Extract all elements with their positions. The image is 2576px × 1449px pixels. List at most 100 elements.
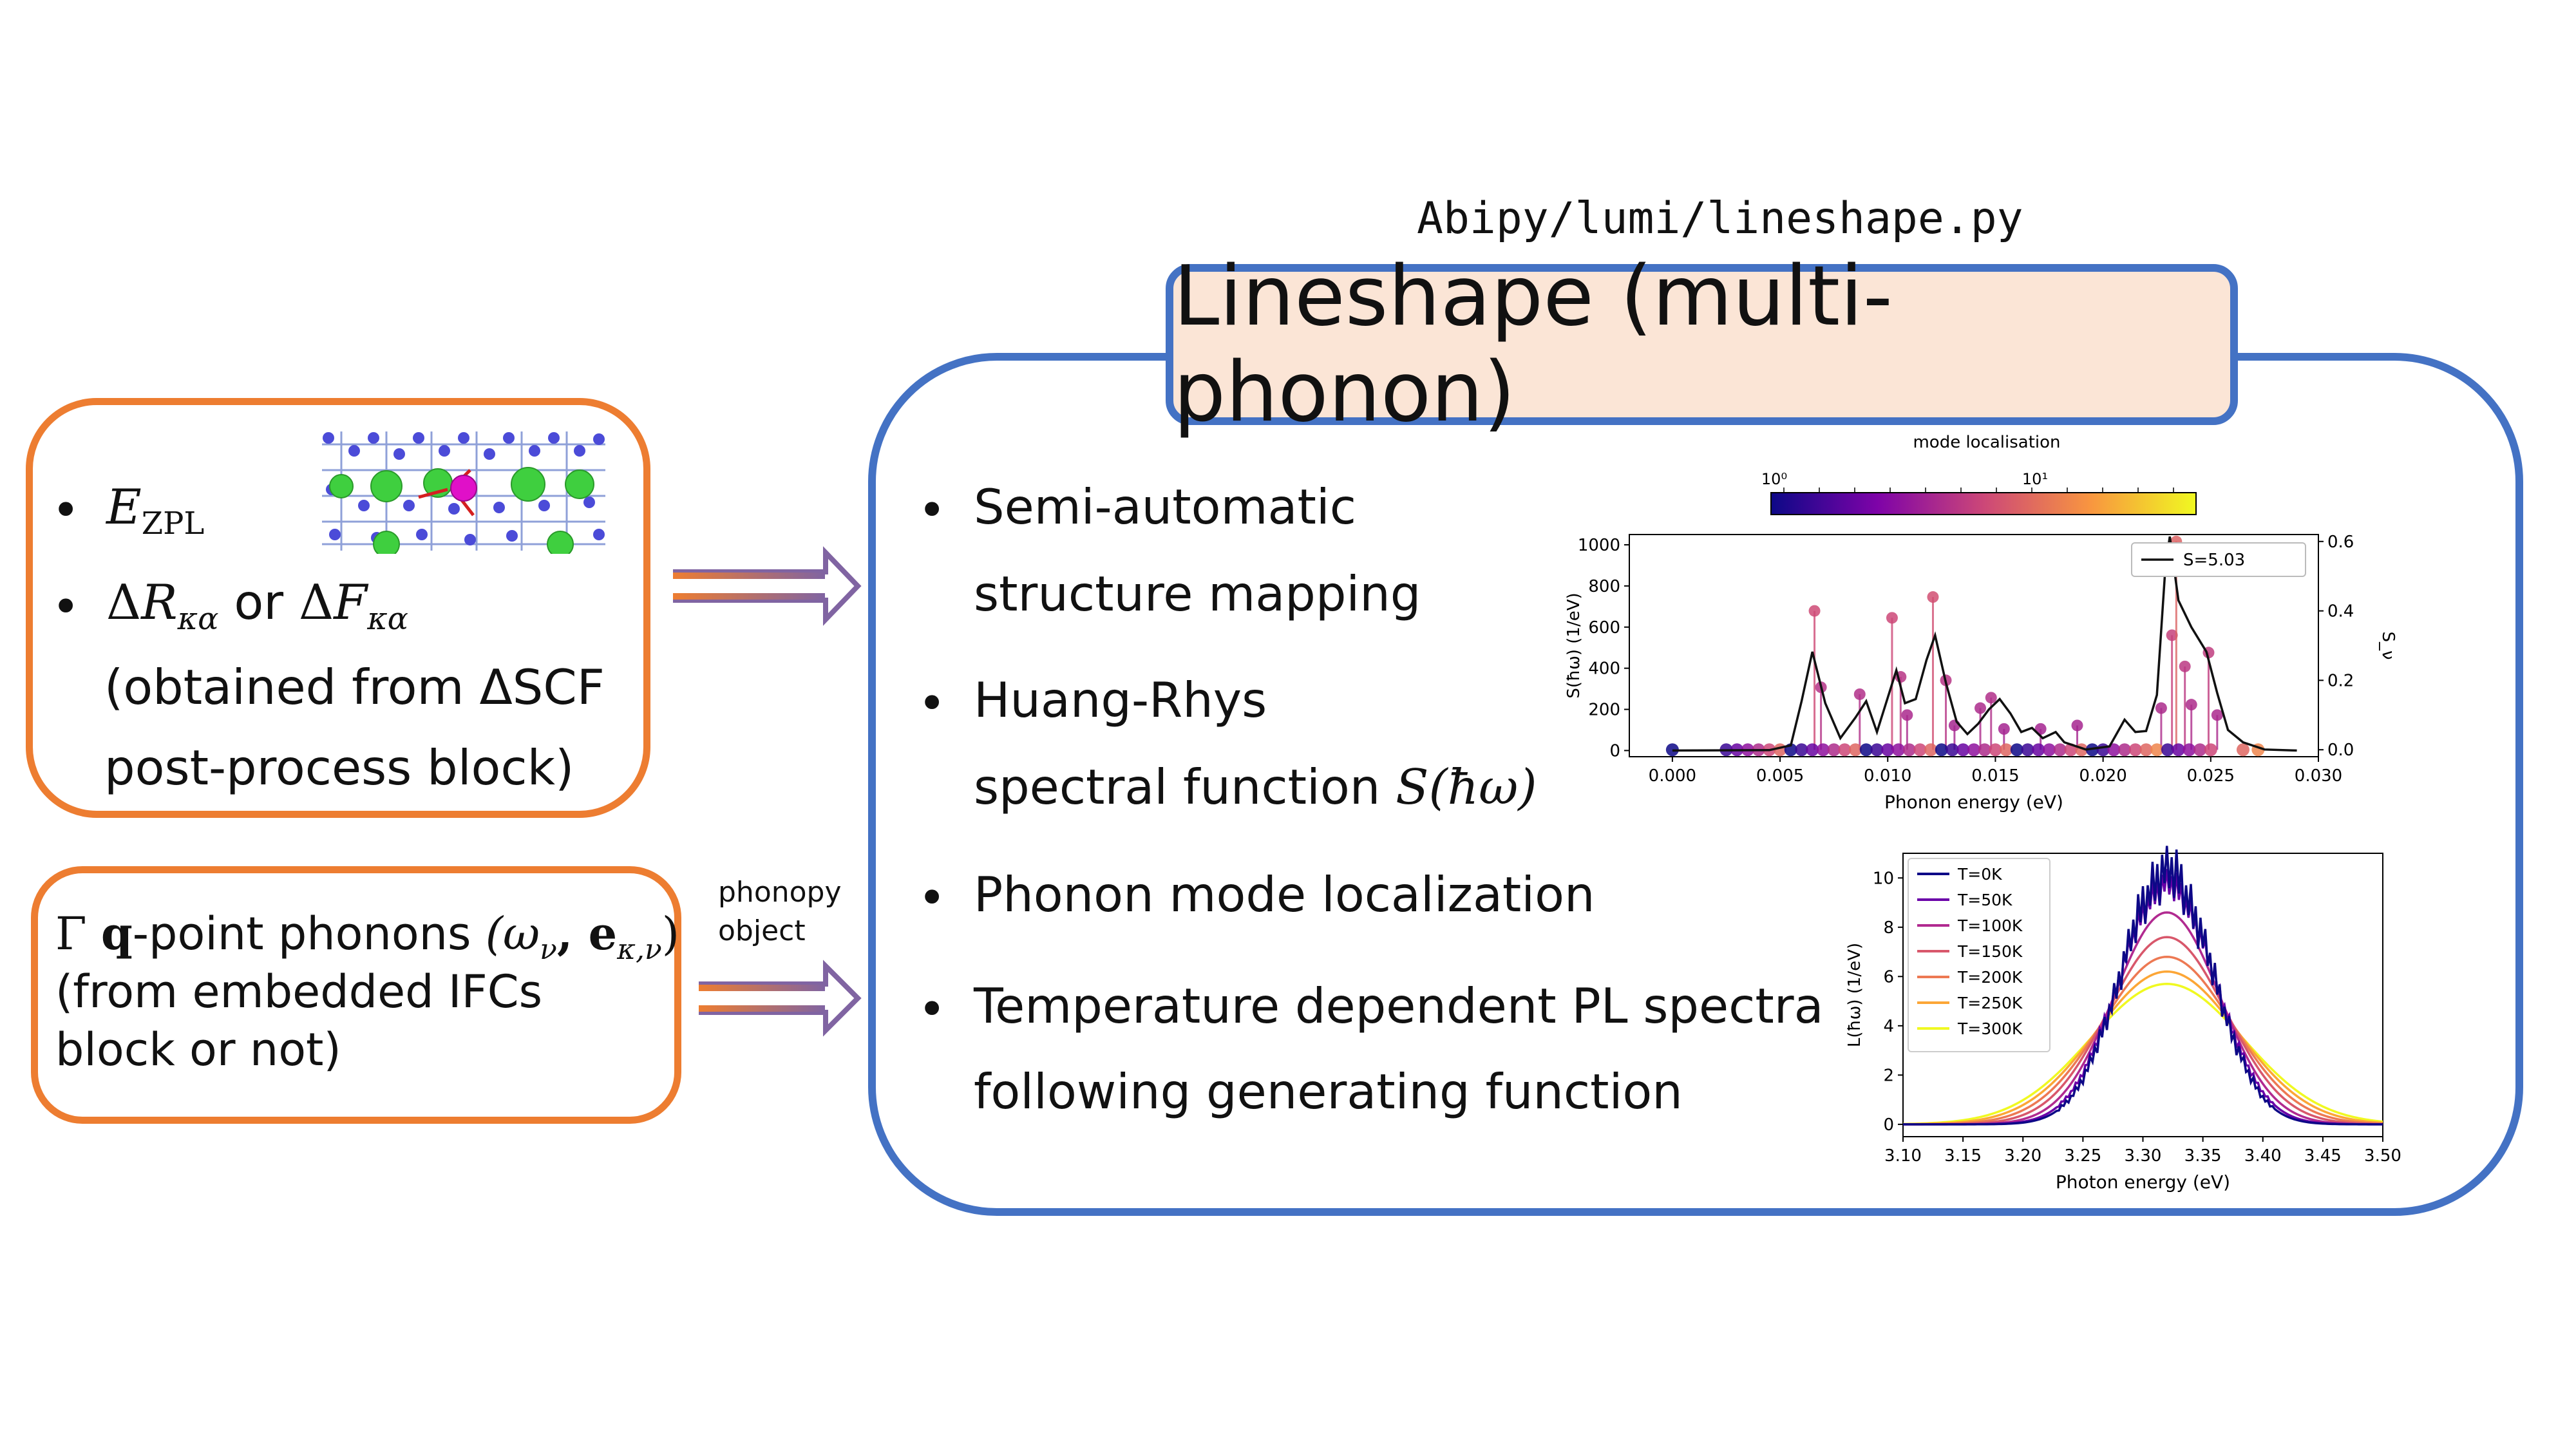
x-tick-label: 3.40 [2244, 1146, 2282, 1166]
delta-r-f-label: ΔRκα or ΔFκα [106, 578, 408, 637]
mode-point [2139, 743, 2153, 757]
mode-point [1838, 743, 1852, 757]
x-tick-label: 0.005 [1756, 766, 1804, 786]
legend-label: S=5.03 [2183, 551, 2245, 570]
spectral-function-curve [1672, 536, 2297, 752]
defect-structure-image [316, 425, 612, 554]
mode-point [1891, 743, 1905, 757]
mode-point [2021, 743, 2034, 757]
huang-rhys-stick-head [1998, 723, 2010, 735]
f-symbol: F [334, 574, 368, 630]
omega-symbol: (ω [485, 907, 540, 960]
bullet-3: • [918, 869, 947, 926]
legend-label: T=300K [1957, 1019, 2023, 1038]
arrow-bottom [699, 960, 862, 1037]
title-text: Lineshape (multi-phonon) [1173, 249, 1893, 440]
eigvec-symbol: , e [556, 907, 618, 960]
mode-point [2172, 743, 2185, 757]
huang-rhys-stick-head [1886, 612, 1898, 624]
y-right-tick-label: 0.6 [2327, 533, 2354, 552]
tuple-close: ) [661, 907, 680, 960]
gamma-symbol: Γ [55, 907, 87, 960]
q-symbol: q [100, 907, 133, 960]
phonons-line-2: (from embedded IFCs [55, 965, 543, 1018]
mode-point [1902, 743, 1916, 757]
legend-label: T=0K [1957, 865, 2002, 884]
mode-point [2118, 743, 2132, 757]
arrow-top [673, 546, 863, 626]
bullet-3-text: Phonon mode localization [974, 866, 1595, 923]
pl-series-line [1902, 983, 2383, 1126]
colorbar-tick-label: 10¹ [2022, 470, 2048, 488]
lineshape-panel [868, 353, 2523, 1216]
x-tick-label: 3.35 [2184, 1146, 2222, 1166]
x-tick-label: 3.25 [2064, 1146, 2101, 1166]
huang-rhys-stick-head [1901, 709, 1913, 721]
mode-point [1881, 743, 1895, 757]
y-tick-label: 2 [1883, 1066, 1894, 1085]
x-tick-label: 3.30 [2125, 1146, 2162, 1166]
bullet-1-line-2: structure mapping [974, 565, 1421, 622]
bullet-4: • [918, 981, 947, 1037]
y-tick-label: 10 [1873, 869, 1894, 888]
mode-point [1956, 743, 1970, 757]
mode-point [1827, 743, 1841, 757]
mode-point [1978, 743, 1991, 757]
phonons-text: -point phonons [132, 907, 471, 960]
mode-point [2000, 743, 2013, 757]
huang-rhys-stick-head [2179, 660, 2191, 672]
y-right-tick-label: 0.2 [2327, 671, 2354, 690]
mode-point [2204, 743, 2217, 757]
colorbar [1770, 492, 2197, 515]
y-tick-label: 6 [1883, 967, 1894, 987]
legend-label: T=50K [1957, 891, 2012, 909]
huang-rhys-stick-head [1927, 591, 1939, 603]
huang-rhys-stick-head [2155, 702, 2167, 714]
phonopy-label-2: object [718, 914, 806, 947]
e-zpl-label: EZPL [106, 483, 204, 540]
y-right-tick-label: 0.4 [2327, 602, 2354, 621]
y-tick-label: 400 [1588, 659, 1620, 679]
s-hbar-omega: S(ħω) [1396, 759, 1537, 815]
x-tick-label: 0.015 [1971, 766, 2019, 786]
input-box-phonons [31, 866, 681, 1124]
y-tick-label: 4 [1883, 1017, 1894, 1036]
y-tick-label: 600 [1588, 618, 1620, 638]
mode-point [1816, 743, 1830, 757]
huang-rhys-stick-head [1985, 692, 1997, 704]
bullet-4-line-2: following generating function [974, 1063, 1683, 1120]
pl-series-line [1903, 846, 2383, 1126]
mode-point [2150, 743, 2164, 757]
r-subscript: κα [177, 601, 219, 637]
y-right-axis-label: S_ν [2378, 631, 2398, 659]
huang-rhys-stick-head [2071, 719, 2083, 732]
y-axis-label: S(ħω) (1/eV) [1564, 592, 1584, 698]
y-axis-label: L(ħω) (1/eV) [1845, 943, 1864, 1047]
legend-label: T=100K [1957, 916, 2023, 935]
legend-label: T=250K [1957, 994, 2023, 1012]
bullet-2-line-2: spectral function S(ħω) [974, 763, 1537, 811]
huang-rhys-stick-head [1808, 605, 1821, 617]
bullet-4-line-1: Temperature dependent PL spectra [974, 978, 1824, 1034]
y-tick-label: 200 [1588, 701, 1620, 720]
x-tick-label: 3.15 [1944, 1146, 1982, 1166]
y-tick-label: 1000 [1578, 536, 1620, 555]
mode-point [1859, 743, 1873, 757]
huang-rhys-stick-head [1975, 702, 1987, 714]
phonopy-label-1: phonopy [718, 876, 842, 909]
obtained-line-2: post-process block) [104, 739, 574, 796]
bullet-zpl: • [52, 482, 80, 538]
x-tick-label: 3.50 [2364, 1146, 2401, 1166]
mode-point [2128, 743, 2142, 757]
e-zpl-symbol: E [106, 478, 142, 535]
x-tick-label: 0.010 [1864, 766, 1911, 786]
mode-point [2053, 743, 2067, 757]
legend-label: T=200K [1957, 968, 2023, 987]
y-right-tick-label: 0.0 [2327, 741, 2354, 760]
phonons-line-1: Γ q-point phonons (ων, eκ,ν) [55, 911, 679, 964]
y-tick-label: 8 [1883, 918, 1894, 938]
colorbar-label: mode localisation [1913, 433, 2060, 452]
